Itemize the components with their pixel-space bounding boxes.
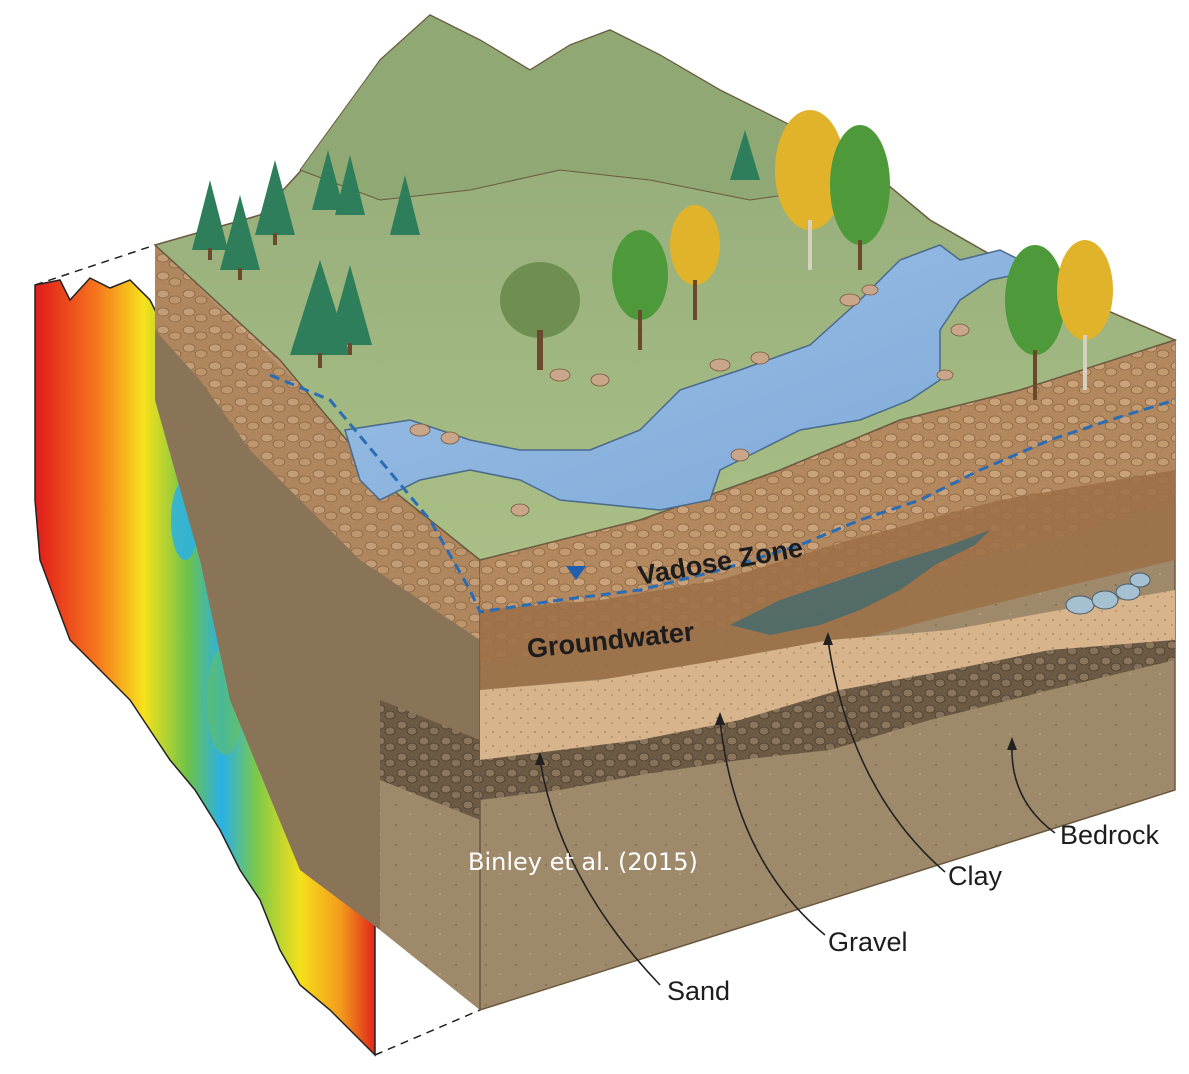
- mountain: [299, 14, 851, 201]
- credit-label: Binley et al. (2015): [468, 848, 698, 876]
- trees: [192, 110, 1113, 400]
- river-rocks: [409, 284, 970, 517]
- arrow-heads: [535, 632, 1017, 765]
- water-table-symbol: [566, 566, 586, 580]
- sand-label: Sand: [667, 976, 730, 1006]
- sand-arrow: [539, 759, 661, 986]
- clay-label: Clay: [948, 861, 1003, 891]
- clay-lens: [730, 530, 990, 635]
- water-table-line: [269, 373, 1176, 614]
- block-left-face: [155, 245, 480, 1010]
- dashed-connector-top: [34, 244, 156, 286]
- gravel-label: Gravel: [828, 927, 908, 957]
- river: [344, 244, 1043, 511]
- clay-arrow: [827, 639, 946, 873]
- label-arrows: [539, 639, 1056, 986]
- dashed-connector-bottom: [374, 1009, 481, 1056]
- gravel-arrow: [719, 719, 826, 936]
- pebble-cluster: [1065, 572, 1151, 615]
- bedrock-arrow: [1011, 744, 1056, 834]
- bedrock-label: Bedrock: [1060, 820, 1160, 850]
